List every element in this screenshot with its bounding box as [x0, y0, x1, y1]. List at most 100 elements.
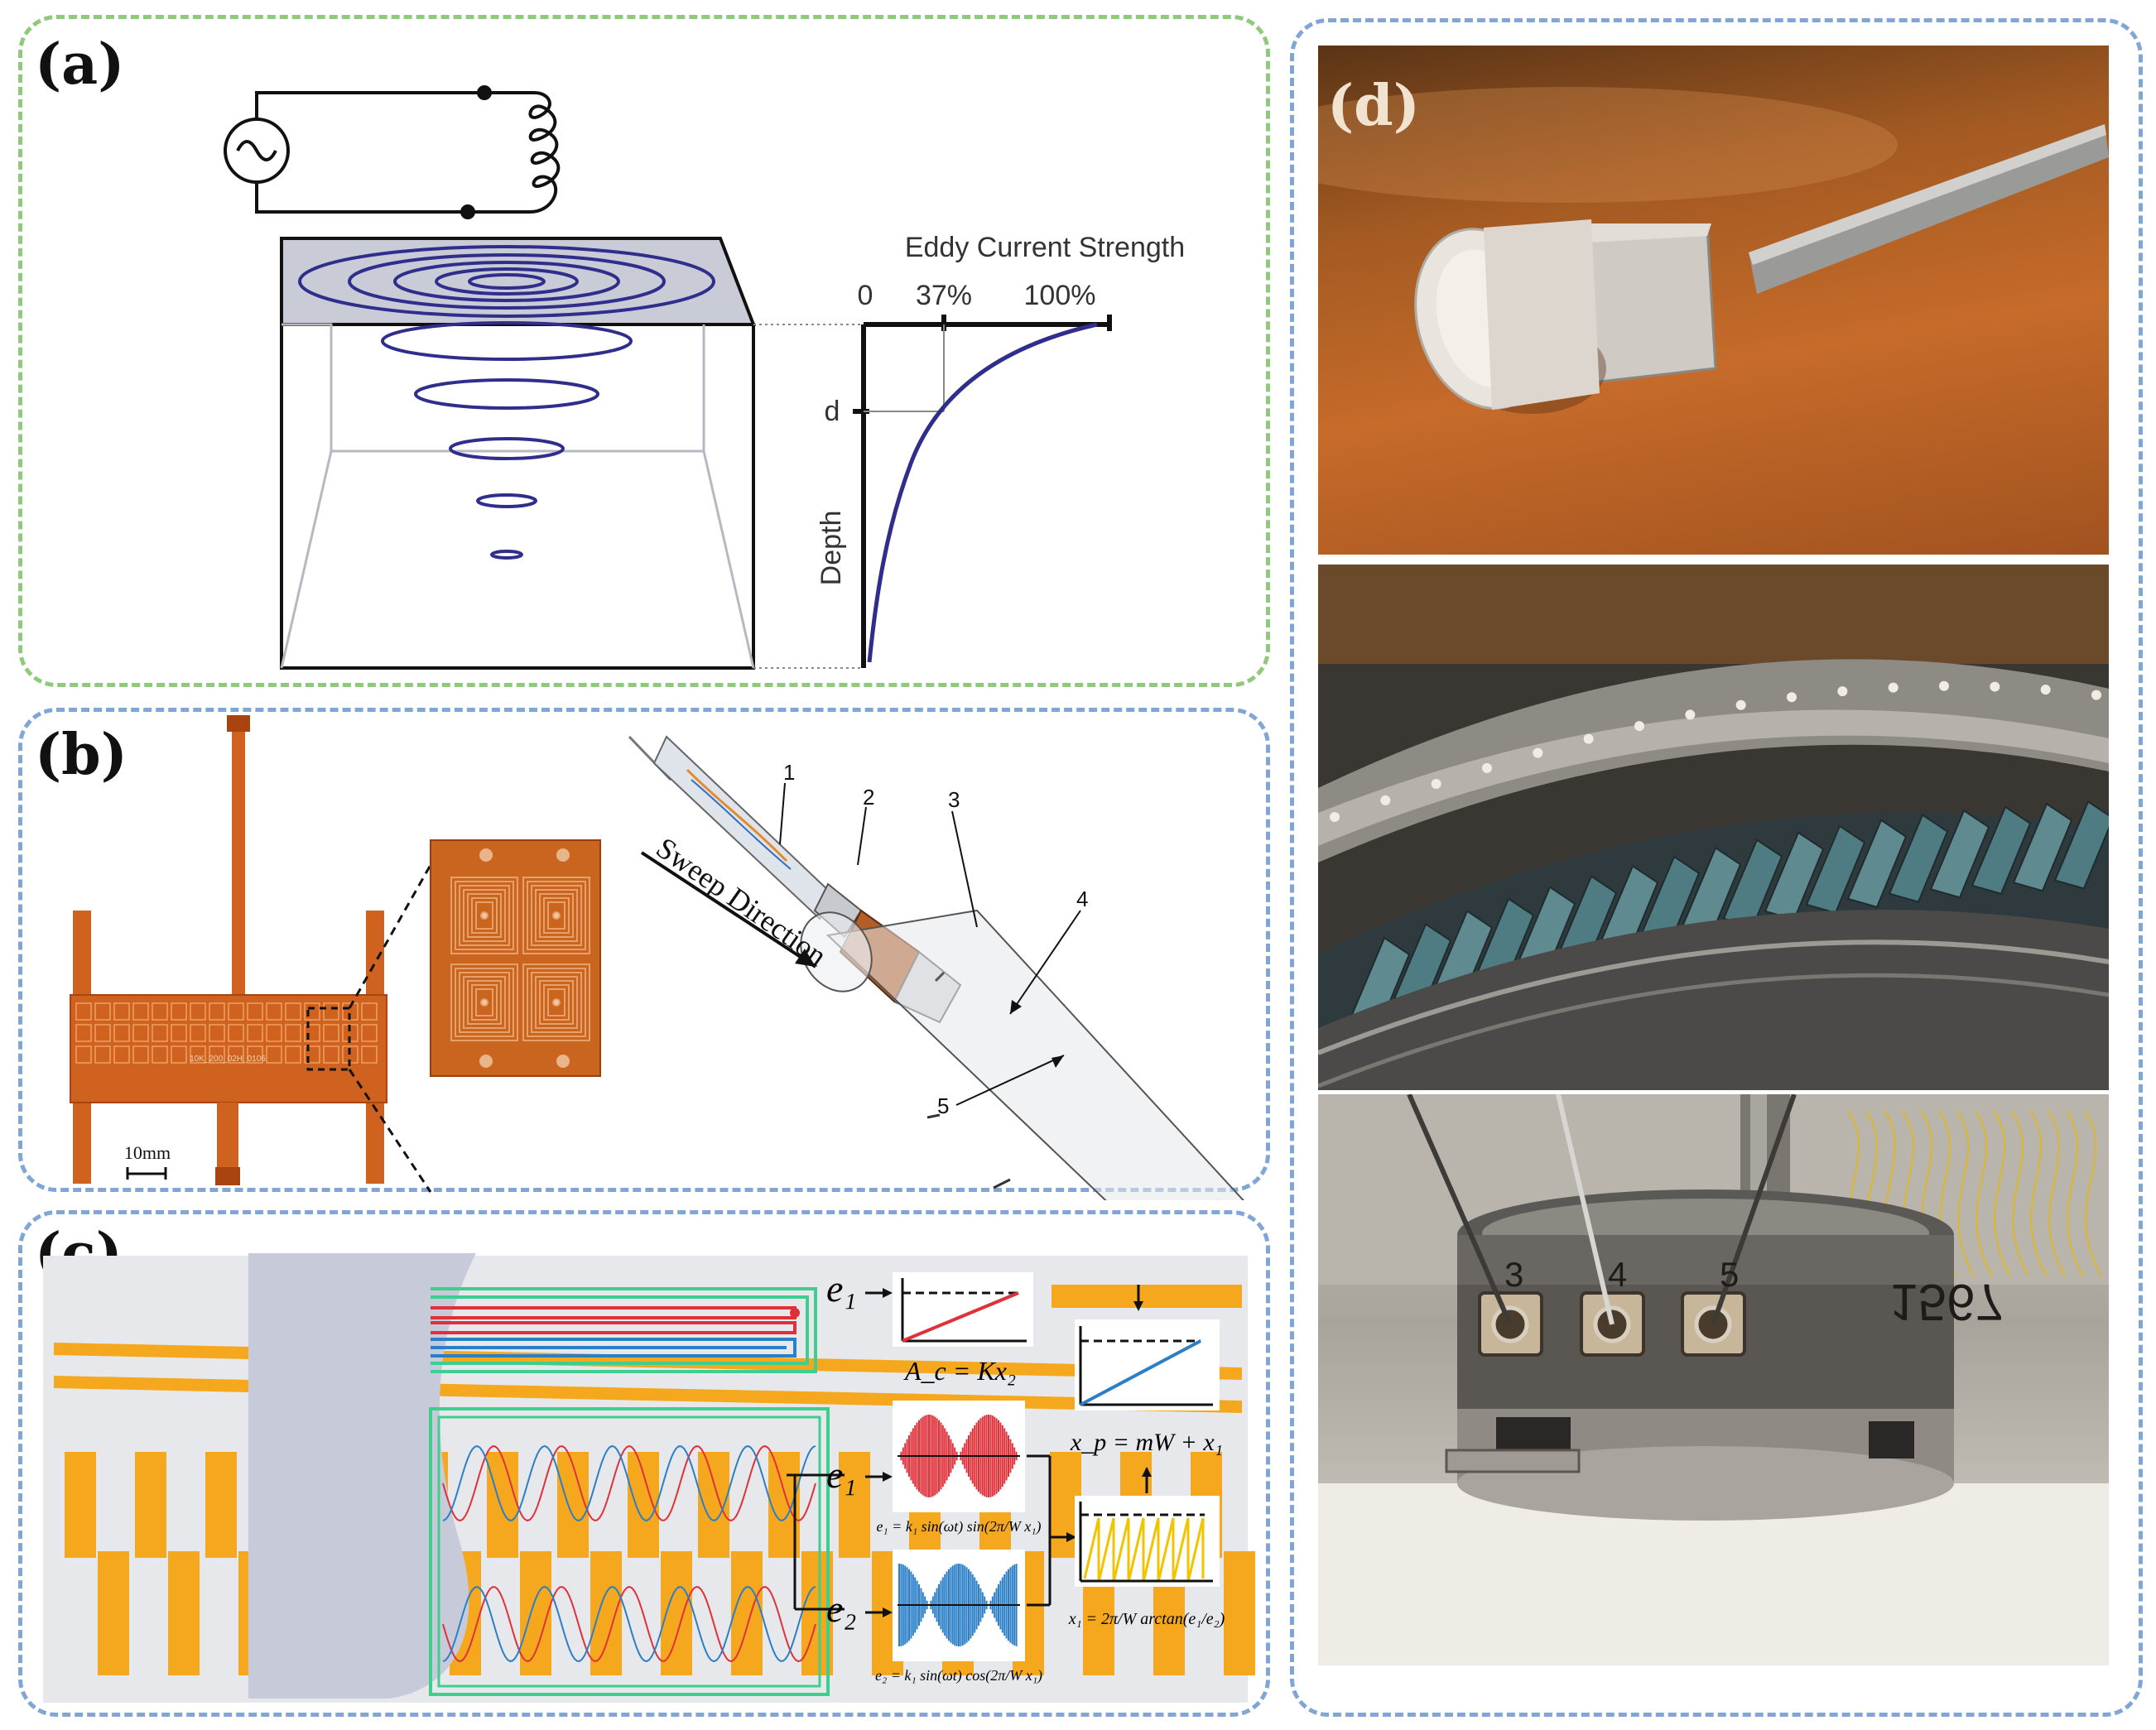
shroud-rivet — [1939, 680, 1949, 691]
stator-vane — [1888, 814, 1949, 903]
grating-bar-upper — [205, 1452, 237, 1558]
pcb-coil-cell — [228, 1045, 244, 1064]
spiral-coil-turn — [459, 885, 510, 946]
spiral-coil-turn — [475, 901, 493, 930]
pcb-coil-cell — [266, 1045, 282, 1064]
pcb-coil-cell — [361, 1045, 378, 1064]
depth-marker-d: d — [825, 396, 840, 427]
conductor-block — [280, 237, 756, 670]
yellow-wire — [2011, 1110, 2029, 1277]
pcb-coil-cell — [228, 1002, 244, 1021]
spiral-coil-turn — [543, 897, 570, 934]
grating-bar-upper — [839, 1452, 870, 1558]
pcb-coil-cell — [171, 1045, 187, 1064]
spiral-coil-turn — [531, 885, 582, 946]
spiral-coil-turn — [535, 976, 578, 1029]
ring-number-3: 3 — [1504, 1255, 1523, 1294]
sine-wave-icon — [236, 140, 277, 161]
spiral-coil-turn — [522, 964, 590, 1041]
pcb-coil-cell — [75, 1045, 92, 1064]
pcb-coil-cell — [75, 1024, 92, 1042]
pcb-coil-cell — [152, 1045, 168, 1064]
spiral-coil-turn — [471, 984, 498, 1021]
grating-bar-upper — [628, 1452, 659, 1558]
pcb-coil-cell — [209, 1002, 225, 1021]
eddy-current-rings — [298, 245, 715, 560]
chart-title: Eddy Current Strength — [905, 232, 1185, 263]
spiral-coil-turn — [455, 881, 514, 950]
pcb-coil-cell — [113, 1045, 130, 1064]
pcb-coil-cell — [190, 1024, 206, 1042]
pcb-sensor-array: 10K_200_02H_0106 10mm — [70, 715, 432, 1193]
depth-axis-label: Depth — [816, 511, 847, 586]
grating-bar-upper — [135, 1452, 166, 1558]
pcb-coil-cell — [113, 1024, 130, 1042]
stator-vane — [1805, 824, 1866, 915]
callout-3: 3 — [948, 787, 960, 812]
zoomed-coil-detail — [430, 839, 601, 1077]
pcb-coil-cell — [304, 1024, 320, 1042]
stator-vane — [1929, 809, 1990, 899]
yellow-wire — [2084, 1110, 2102, 1277]
coil-via — [552, 998, 561, 1007]
ac-source-circuit — [224, 85, 561, 219]
turbine-stator-photo — [1318, 565, 2109, 1090]
callout-2: 2 — [863, 785, 874, 810]
coil-via — [552, 911, 561, 920]
callout-5: 5 — [937, 1093, 949, 1118]
eq-ac: A_c = Kx₂ — [903, 1356, 1016, 1386]
pcb-coil-cell — [132, 1002, 149, 1021]
pcb-coil-cell — [304, 1045, 320, 1064]
pcb-coil-cell — [247, 1002, 263, 1021]
pcb-coil-cell — [323, 1024, 339, 1042]
eq-xp: x_p = mW + x₁ — [1070, 1429, 1223, 1456]
xp-plot: x_p = mW + x₁ — [1070, 1319, 1223, 1456]
spiral-coil-turn — [527, 968, 586, 1037]
eddy-current-diagram: Eddy Current Strength 0 37% 100% d Depth — [224, 85, 1185, 670]
probe-photo — [1318, 46, 2109, 555]
planar-encoder-diagram: e₁ e₁ e₂ A_c = Kx₂ x_p = mW + x₁ e₁ = k₁… — [43, 1253, 1255, 1703]
grating-bar-lower — [590, 1551, 622, 1675]
shroud-rivet — [2091, 690, 2101, 700]
e2-label: e₂ — [826, 1588, 856, 1630]
shroud-rivet — [2040, 685, 2051, 695]
yellow-wire — [2048, 1110, 2066, 1277]
eq-e2: e₂ = k₁ sin(ωt) cos(2π/W x₁) — [875, 1667, 1042, 1684]
pcb-coil-cell — [209, 1024, 225, 1042]
tick-100-percent: 100% — [1024, 280, 1096, 311]
zoom-selection-box — [306, 1007, 351, 1071]
panel-b-label: (b) — [35, 722, 128, 788]
yellow-wire — [1993, 1110, 2011, 1277]
pcb-coil-cell — [323, 1045, 339, 1064]
callout-4: 4 — [1076, 887, 1088, 911]
pcb-coil-cell — [152, 1002, 168, 1021]
e1-mid-label: e₁ — [826, 1454, 856, 1496]
pcb-coil-cell — [113, 1002, 130, 1021]
spiral-coil-turn — [450, 877, 518, 954]
pcb-coil-cell — [132, 1045, 149, 1064]
grating-bar-lower — [1224, 1551, 1255, 1675]
pcb-coil-cell — [94, 1045, 111, 1064]
spiral-coil-turn — [463, 976, 506, 1029]
ac-plot: A_c = Kx₂ — [893, 1272, 1033, 1386]
yellow-wire — [1956, 1110, 1975, 1277]
pcb-coil-cell — [171, 1024, 187, 1042]
spiral-coil-turn — [450, 964, 518, 1041]
stator-vane — [1846, 819, 1908, 909]
pcb-coil-cell — [361, 1002, 378, 1021]
spiral-coil-turn — [547, 901, 565, 930]
grating-bar-lower — [98, 1551, 129, 1675]
spiral-coil-turn — [539, 893, 574, 938]
shroud-rivet — [1583, 733, 1594, 744]
probe-callouts: 1 2 3 4 5 — [779, 760, 1088, 1118]
shroud-rivet — [1380, 795, 1391, 805]
shroud-rivet — [1888, 682, 1899, 693]
shroud-rivet — [1533, 747, 1543, 758]
ring-number-5: 5 — [1720, 1255, 1739, 1294]
coil-via — [480, 911, 488, 920]
pcb-coil-cell — [304, 1002, 320, 1021]
spiral-coil-turn — [527, 881, 586, 950]
grating-bar-upper — [487, 1452, 518, 1558]
cover-sheet — [248, 1253, 476, 1699]
lower-coil-traces — [429, 1407, 845, 1696]
